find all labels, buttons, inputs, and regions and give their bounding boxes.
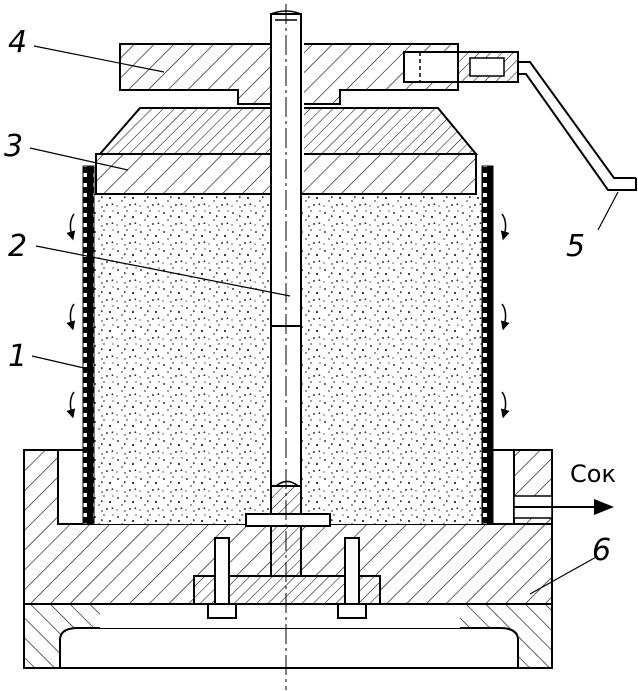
outlet-label: Сок [570,460,616,488]
screw-handwheel [119,43,519,105]
label-5: 5 [566,229,585,264]
label-6: 6 [592,533,611,568]
leader-lines [29,45,619,595]
label-1: 1 [8,339,27,374]
drip-arrows [66,213,510,419]
label-4: 4 [8,25,27,60]
label-3: 3 [4,129,23,164]
label-2: 2 [8,229,27,264]
perforated-basket [82,165,494,525]
handle-lever [518,61,637,191]
